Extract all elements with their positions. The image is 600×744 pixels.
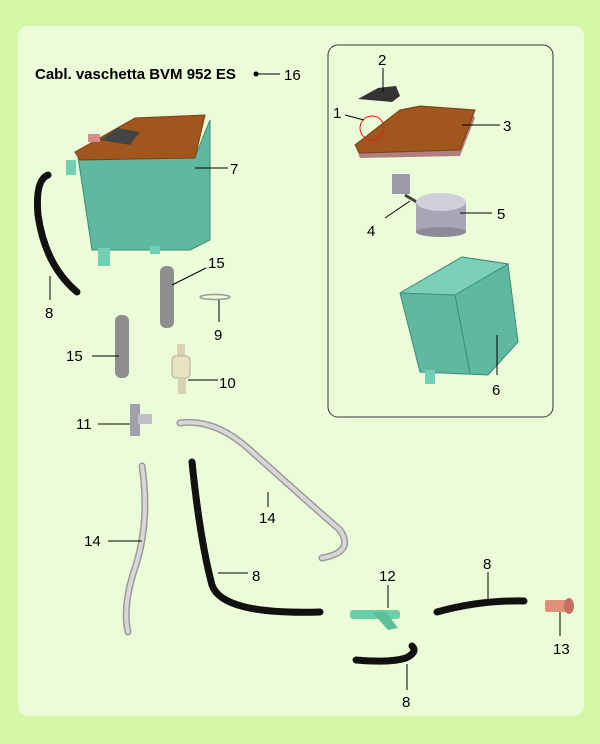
callout-7: 7 <box>230 161 238 178</box>
callout-14a: 14 <box>259 510 276 527</box>
callout-2: 2 <box>378 52 386 69</box>
part-3-lid <box>354 105 476 158</box>
part-1-highlight-circle <box>359 115 385 141</box>
part-12-y-connector <box>350 610 400 630</box>
part-8-hose-bottom <box>352 642 418 665</box>
callout-12: 12 <box>379 568 396 585</box>
callout-8a: 8 <box>45 305 53 322</box>
callout-6: 6 <box>492 382 500 399</box>
callout-8b: 8 <box>252 568 260 585</box>
part-5-float <box>416 193 466 237</box>
callout-10: 10 <box>219 375 236 392</box>
leader-1 <box>344 114 365 121</box>
callout-8d: 8 <box>402 694 410 711</box>
callout-15b: 15 <box>66 348 83 365</box>
callout-13: 13 <box>553 641 570 658</box>
part-10-valve <box>171 344 191 394</box>
part-11-t-fitting <box>130 404 152 436</box>
part-13-connector <box>545 598 574 614</box>
part-8-hose-right <box>433 597 528 616</box>
callout-4: 4 <box>367 223 375 240</box>
part-15-tube-upper <box>160 266 174 328</box>
callout-15a: 15 <box>208 255 225 272</box>
callout-3: 3 <box>503 118 511 135</box>
diagram-title: Cabl. vaschetta BVM 952 ES <box>35 66 236 83</box>
part-6-tank <box>399 256 519 384</box>
detail-box <box>327 44 554 418</box>
callout-1: 1 <box>333 105 341 122</box>
part-15-tube-lower <box>115 315 129 378</box>
part-2-button <box>358 86 400 102</box>
leader-4 <box>384 200 411 219</box>
callout-16: 16 <box>284 67 301 84</box>
part-8-hose-upper-left <box>34 171 81 296</box>
leader-15a <box>171 267 207 286</box>
part-8-hose-middle <box>188 458 324 616</box>
part-9-clip <box>199 293 231 301</box>
callout-5: 5 <box>497 206 505 223</box>
callout-11: 11 <box>76 416 92 433</box>
callout-9: 9 <box>214 327 222 344</box>
callout-8c: 8 <box>483 556 491 573</box>
callout-14b: 14 <box>84 533 101 550</box>
part-7-tank-assembly <box>66 114 211 266</box>
